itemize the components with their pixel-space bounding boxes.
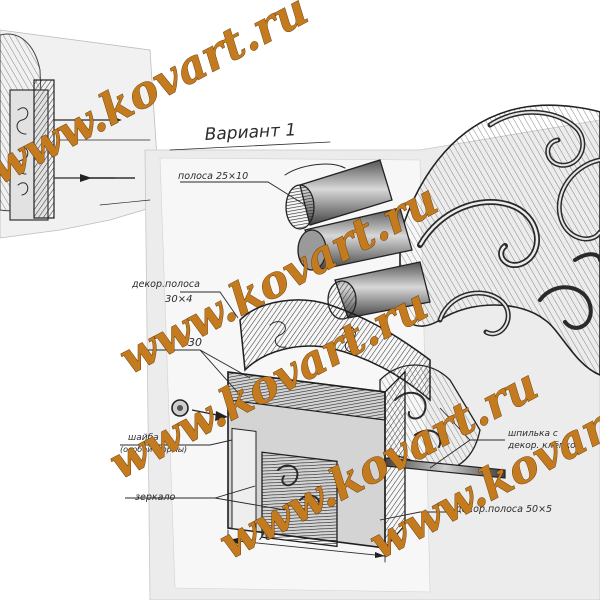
variant-title: Вариант 1 <box>204 120 296 145</box>
label-dim-70: 70 <box>258 530 272 543</box>
label-washer: шайба <box>128 433 159 443</box>
leader-lines <box>120 181 505 521</box>
forged-bracket <box>171 104 600 550</box>
label-decor-strip-50x5: декор.полоса 50×5 <box>454 504 552 515</box>
label-decor-strip-30x4: декор.полоса <box>131 279 200 290</box>
rivet-pin <box>384 457 506 479</box>
label-strip-25x10: полоса 25×10 <box>178 171 248 182</box>
rolled-cylinders <box>284 159 431 320</box>
detail-sketch-topleft <box>0 33 151 221</box>
label-rivet-pin: шпилька с <box>508 429 558 439</box>
label-mirror: зеркало <box>135 492 176 503</box>
label-rivet-pin-note: декор. клёпкой <box>507 441 582 451</box>
label-decor-strip-30x4-size: 30×4 <box>165 294 192 305</box>
title-underline <box>169 141 331 151</box>
label-washer-note: (особой формы) <box>120 445 187 454</box>
front-block <box>227 370 406 550</box>
dimension-70 <box>227 529 386 563</box>
label-dim-30: 30 <box>188 336 202 349</box>
